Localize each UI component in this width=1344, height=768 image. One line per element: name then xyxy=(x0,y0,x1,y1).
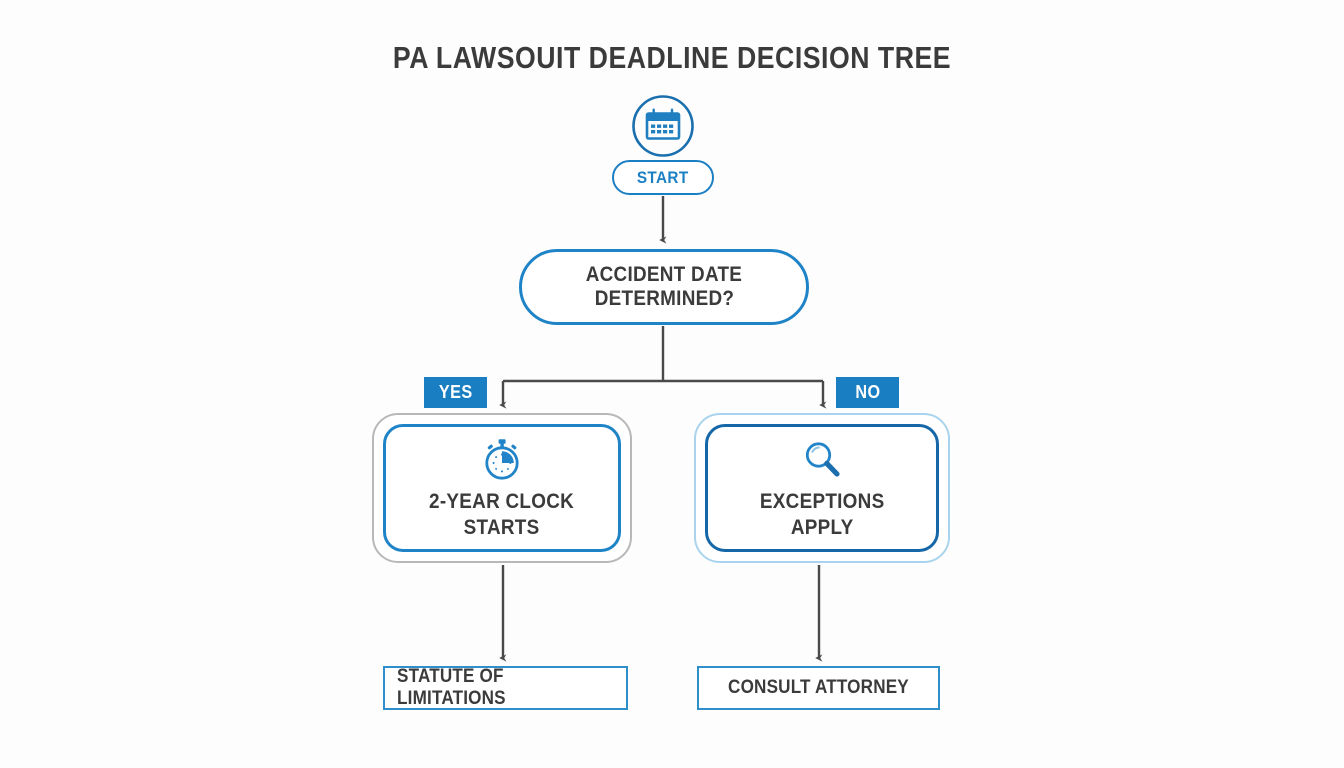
branch-label-no: NO xyxy=(836,377,899,408)
page-title: PA LAWSOUIT DEADLINE DECISION TREE xyxy=(392,40,952,75)
outcome-node-two-year-clock-text: 2-YEAR CLOCK STARTS xyxy=(421,489,582,541)
start-node-label: START xyxy=(637,167,689,187)
decision-node-line-2: DETERMINED? xyxy=(594,287,734,310)
outcome-node-two-year-clock[interactable]: 2-YEAR CLOCK STARTS xyxy=(372,413,632,563)
stopwatch-icon xyxy=(479,436,525,482)
magnifier-icon xyxy=(799,436,845,482)
outcome-left-line-1: 2-YEAR CLOCK xyxy=(429,489,575,513)
branch-label-yes: YES xyxy=(424,377,487,408)
outcome-node-exceptions-apply-text: EXCEPTIONS APPLY xyxy=(753,489,891,541)
terminal-node-consult-attorney[interactable]: CONSULT ATTORNEY xyxy=(697,666,940,710)
terminal-left-label: STATUTE OF LIMITATIONS xyxy=(397,666,506,709)
branch-label-yes-text: YES xyxy=(438,382,473,402)
start-node[interactable]: START xyxy=(612,160,714,195)
terminal-right-label: CONSULT ATTORNEY xyxy=(728,677,909,698)
decision-node-line-1: ACCIDENT DATE xyxy=(585,263,743,286)
calendar-icon xyxy=(631,94,695,158)
decision-node-accident-date[interactable]: ACCIDENT DATE DETERMINED? xyxy=(519,249,809,325)
outcome-left-line-2: STARTS xyxy=(464,515,540,539)
branch-label-no-text: NO xyxy=(854,382,881,402)
outcome-node-exceptions-apply[interactable]: EXCEPTIONS APPLY xyxy=(694,413,950,563)
terminal-node-statute-of-limitations[interactable]: STATUTE OF LIMITATIONS xyxy=(383,666,628,710)
outcome-right-line-1: EXCEPTIONS xyxy=(759,489,885,513)
outcome-right-line-2: APPLY xyxy=(790,515,854,539)
